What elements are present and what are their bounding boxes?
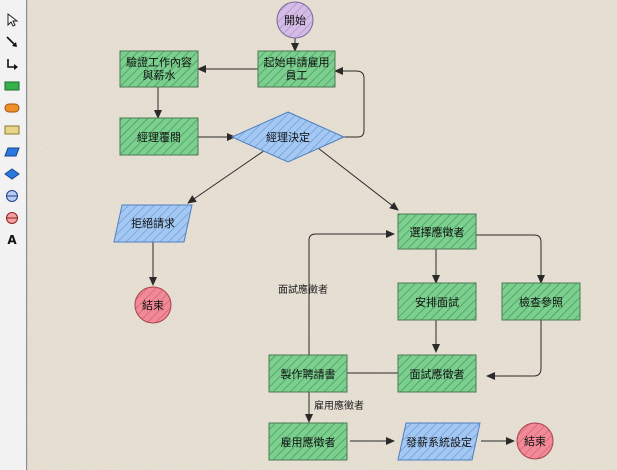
node-end-right[interactable]: 結束 <box>516 422 554 460</box>
node-manager-decision-label: 經理決定 <box>266 130 310 144</box>
process-shape-button[interactable] <box>2 76 22 96</box>
connector-tool-button[interactable] <box>2 54 22 74</box>
node-arrange-interview-label: 安排面試 <box>415 295 459 309</box>
start-shape-button[interactable] <box>2 186 22 206</box>
edge-label-hire-candidate: 雇用應徵者 <box>314 399 364 412</box>
node-payroll-setup-label: 發薪系統設定 <box>406 435 472 449</box>
node-interview-candidates[interactable]: 面試應徵者 <box>397 354 477 393</box>
decision-shape-icon <box>4 168 20 180</box>
pointer-tool-icon <box>7 13 19 27</box>
process-shape-icon <box>4 81 20 91</box>
node-payroll-setup[interactable]: 發薪系統設定 <box>397 422 481 461</box>
node-arrange-interview[interactable]: 安排面試 <box>397 282 477 321</box>
node-end-right-label: 結束 <box>524 434 546 448</box>
terminator-shape-icon <box>4 103 20 113</box>
node-end-left-label: 結束 <box>142 298 164 312</box>
node-begin-hiring-request[interactable]: 起始申請雇用員工 <box>257 50 336 88</box>
node-begin-hiring-label: 起始申請雇用員工 <box>263 56 330 82</box>
node-reject-request-label: 拒絕請求 <box>131 216 175 230</box>
data-shape-button[interactable] <box>2 142 22 162</box>
connector-tool-icon <box>7 59 18 70</box>
node-manager-review-label: 經理覆閱 <box>137 130 181 144</box>
line-tool-icon <box>6 36 17 47</box>
start-circle-icon <box>6 190 18 202</box>
node-select-candidates-label: 選擇應徵者 <box>410 225 465 239</box>
text-tool-button[interactable]: A <box>2 230 22 250</box>
node-verify-job-and-salary[interactable]: 驗證工作內容與薪水 <box>119 50 199 88</box>
end-circle-icon <box>6 212 18 224</box>
document-shape-icon <box>4 125 20 135</box>
diagram-canvas[interactable]: 面試應徵者 雇用應徵者 開始 起始申請雇用員工 驗證工作內容與薪水 <box>27 0 617 470</box>
edge-decision-to-begin[interactable] <box>334 67 365 138</box>
node-interview-candidates-label: 面試應徵者 <box>410 367 465 381</box>
edge-offer-to-select[interactable] <box>308 230 395 355</box>
node-reject-request[interactable]: 拒絕請求 <box>113 204 193 243</box>
text-tool-icon: A <box>7 233 17 247</box>
node-hire-candidate-label: 雇用應徵者 <box>281 435 336 449</box>
node-check-references[interactable]: 檢查參照 <box>501 282 581 321</box>
node-start[interactable]: 開始 <box>276 1 314 39</box>
edge-select-to-references[interactable] <box>476 234 545 284</box>
node-check-references-label: 檢查參照 <box>519 295 563 309</box>
node-make-offer-letter[interactable]: 製作聘請書 <box>268 354 348 393</box>
edge-label-interview-candidates: 面試應徵者 <box>278 283 328 296</box>
flowchart-diagram: 面試應徵者 雇用應徵者 開始 起始申請雇用員工 驗證工作內容與薪水 <box>28 0 617 470</box>
node-manager-decision[interactable]: 經理決定 <box>230 111 346 163</box>
node-make-offer-label: 製作聘請書 <box>281 367 336 381</box>
line-tool-button[interactable] <box>2 32 22 52</box>
decision-shape-button[interactable] <box>2 164 22 184</box>
edge-decision-to-select[interactable] <box>317 147 399 211</box>
terminator-shape-button[interactable] <box>2 98 22 118</box>
edge-references-to-interview[interactable] <box>486 318 542 380</box>
shape-toolbar: A <box>0 0 27 470</box>
node-end-left[interactable]: 結束 <box>134 286 172 324</box>
edge-decision-to-reject[interactable] <box>187 147 269 204</box>
node-manager-review[interactable]: 經理覆閱 <box>119 117 199 156</box>
node-start-label: 開始 <box>284 13 306 27</box>
edges <box>149 38 545 445</box>
node-select-candidates[interactable]: 選擇應徵者 <box>397 213 477 250</box>
node-hire-candidate[interactable]: 雇用應徵者 <box>268 422 348 461</box>
pointer-tool-button[interactable] <box>2 10 22 30</box>
node-verify-job-label: 驗證工作內容與薪水 <box>126 56 192 82</box>
end-shape-button[interactable] <box>2 208 22 228</box>
document-shape-button[interactable] <box>2 120 22 140</box>
data-shape-icon <box>4 147 20 157</box>
